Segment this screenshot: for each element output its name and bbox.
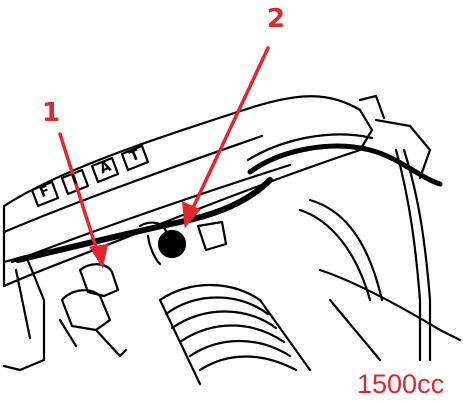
hose — [15, 177, 273, 263]
callout-2-arrow — [190, 46, 270, 212]
callout-number-2: 2 — [267, 4, 286, 34]
fiat-badge — [30, 144, 150, 208]
engine-size-caption: 1500cc — [357, 369, 445, 399]
callout-1-arrow — [58, 132, 100, 256]
intake-boot — [158, 284, 312, 386]
callout-2-arrowhead — [181, 201, 201, 229]
callout-1-arrowhead — [89, 243, 109, 269]
callout-number-1: 1 — [42, 98, 61, 128]
